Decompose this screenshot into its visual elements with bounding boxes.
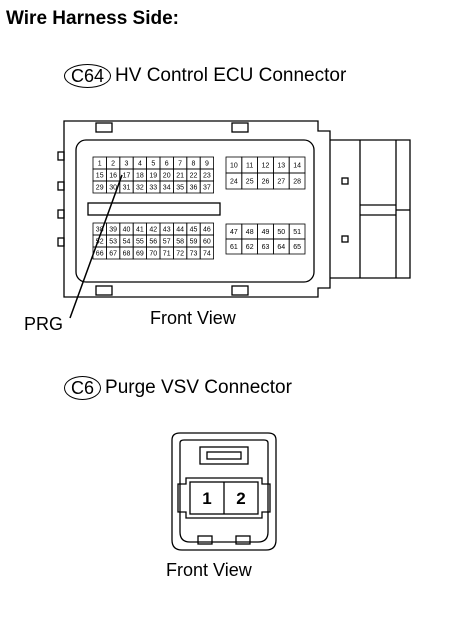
- pin-cell: [199, 180, 214, 194]
- pin-number: 3: [125, 161, 129, 168]
- pin-number: 2: [111, 161, 115, 168]
- pin-number: 44: [176, 227, 184, 234]
- connector-c6-label: C6 Purge VSV Connector: [64, 376, 292, 400]
- pin-number: 74: [203, 251, 211, 258]
- pin-number: 45: [190, 227, 198, 234]
- pin-number: 43: [163, 227, 171, 234]
- pin-number: 11: [246, 163, 253, 170]
- vsv-connector-housing: [171, 432, 277, 551]
- pin-number: 35: [176, 185, 184, 192]
- pin-number: 58: [176, 239, 184, 246]
- pin-number: 22: [190, 173, 198, 180]
- pin-number: 28: [293, 179, 301, 186]
- pin-number: 30: [109, 185, 117, 192]
- pin-number: 69: [136, 251, 144, 258]
- pin-number: 37: [203, 185, 211, 192]
- connector-c6-code: C6: [64, 376, 102, 400]
- connector-c6-name: Purge VSV Connector: [105, 377, 292, 398]
- pin-number: 24: [230, 179, 238, 186]
- page-heading: Wire Harness Side:: [6, 8, 180, 29]
- prg-leader-line: [69, 174, 123, 319]
- pin-number: 36: [190, 185, 198, 192]
- pin-number: 7: [178, 161, 182, 168]
- pin-number: 39: [109, 227, 117, 234]
- pin-number: 23: [203, 173, 211, 180]
- pin-number: 12: [262, 163, 270, 170]
- vsv-pin: 1: [202, 489, 211, 508]
- pin-number: 32: [136, 185, 144, 192]
- pin-number: 21: [176, 173, 184, 180]
- pin-number: 42: [149, 227, 157, 234]
- pin-number: 17: [123, 173, 131, 180]
- pin-number: 40: [123, 227, 131, 234]
- pin-number: 5: [151, 161, 155, 168]
- pin-number: 53: [109, 239, 117, 246]
- pin-number: 64: [277, 244, 285, 251]
- pin-number: 49: [262, 229, 270, 236]
- pin-number: 72: [176, 251, 184, 258]
- pin-number: 54: [123, 239, 131, 246]
- pin-cell: [199, 246, 214, 260]
- pin-cell: [288, 238, 306, 255]
- pin-number: 27: [277, 179, 285, 186]
- pin-number: 52: [96, 239, 104, 246]
- pin-number: 18: [136, 173, 144, 180]
- pin-number: 59: [190, 239, 198, 246]
- pin-number: 20: [163, 173, 171, 180]
- pin-number: 73: [190, 251, 198, 258]
- pin-number: 34: [163, 185, 171, 192]
- pin-number: 68: [123, 251, 131, 258]
- pin-number: 6: [165, 161, 169, 168]
- connector-c64-code: C64: [64, 64, 112, 88]
- pin-number: 15: [96, 173, 104, 180]
- pin-number: 50: [277, 229, 285, 236]
- vsv-pins: 1 2: [202, 489, 245, 508]
- pin-number: 63: [262, 244, 270, 251]
- pin-number: 38: [96, 227, 104, 234]
- pin-number: 9: [205, 161, 209, 168]
- pin-number: 56: [149, 239, 157, 246]
- pin-number: 61: [230, 244, 238, 251]
- pin-number: 1: [98, 161, 102, 168]
- pin-number: 57: [163, 239, 171, 246]
- ecu-connector-housing: [57, 120, 411, 298]
- pin-number: 47: [230, 229, 238, 236]
- pin-number: 62: [246, 244, 254, 251]
- pin-number: 48: [246, 229, 254, 236]
- pin-number: 8: [192, 161, 196, 168]
- ecu-front-view-caption: Front View: [150, 308, 236, 328]
- pin-number: 26: [262, 179, 270, 186]
- pin-number: 25: [246, 179, 254, 186]
- prg-callout-label: PRG: [24, 314, 64, 334]
- pin-number: 66: [96, 251, 104, 258]
- pin-number: 71: [163, 251, 171, 258]
- pin-number: 70: [149, 251, 157, 258]
- pin-number: 29: [96, 185, 104, 192]
- pin-number: 67: [109, 251, 117, 258]
- pin-cell: [288, 172, 306, 190]
- pin-number: 46: [203, 227, 211, 234]
- pin-number: 4: [138, 161, 142, 168]
- pin-number: 13: [277, 163, 285, 170]
- connector-c64-label: C64 HV Control ECU Connector: [64, 64, 346, 88]
- pin-number: 14: [293, 163, 301, 170]
- connector-c64-name: HV Control ECU Connector: [115, 65, 347, 86]
- pin-number: 60: [203, 239, 211, 246]
- pin-number: 19: [149, 173, 157, 180]
- pin-number: 41: [136, 227, 144, 234]
- pin-number: 51: [293, 229, 301, 236]
- pin-number: 33: [149, 185, 157, 192]
- vsv-pin: 2: [236, 489, 245, 508]
- pin-number: 55: [136, 239, 144, 246]
- pin-number: 65: [293, 244, 301, 251]
- pin-number: 10: [230, 163, 238, 170]
- pin-number: 31: [123, 185, 131, 192]
- pin-number: 16: [109, 173, 117, 180]
- vsv-front-view-caption: Front View: [166, 560, 252, 580]
